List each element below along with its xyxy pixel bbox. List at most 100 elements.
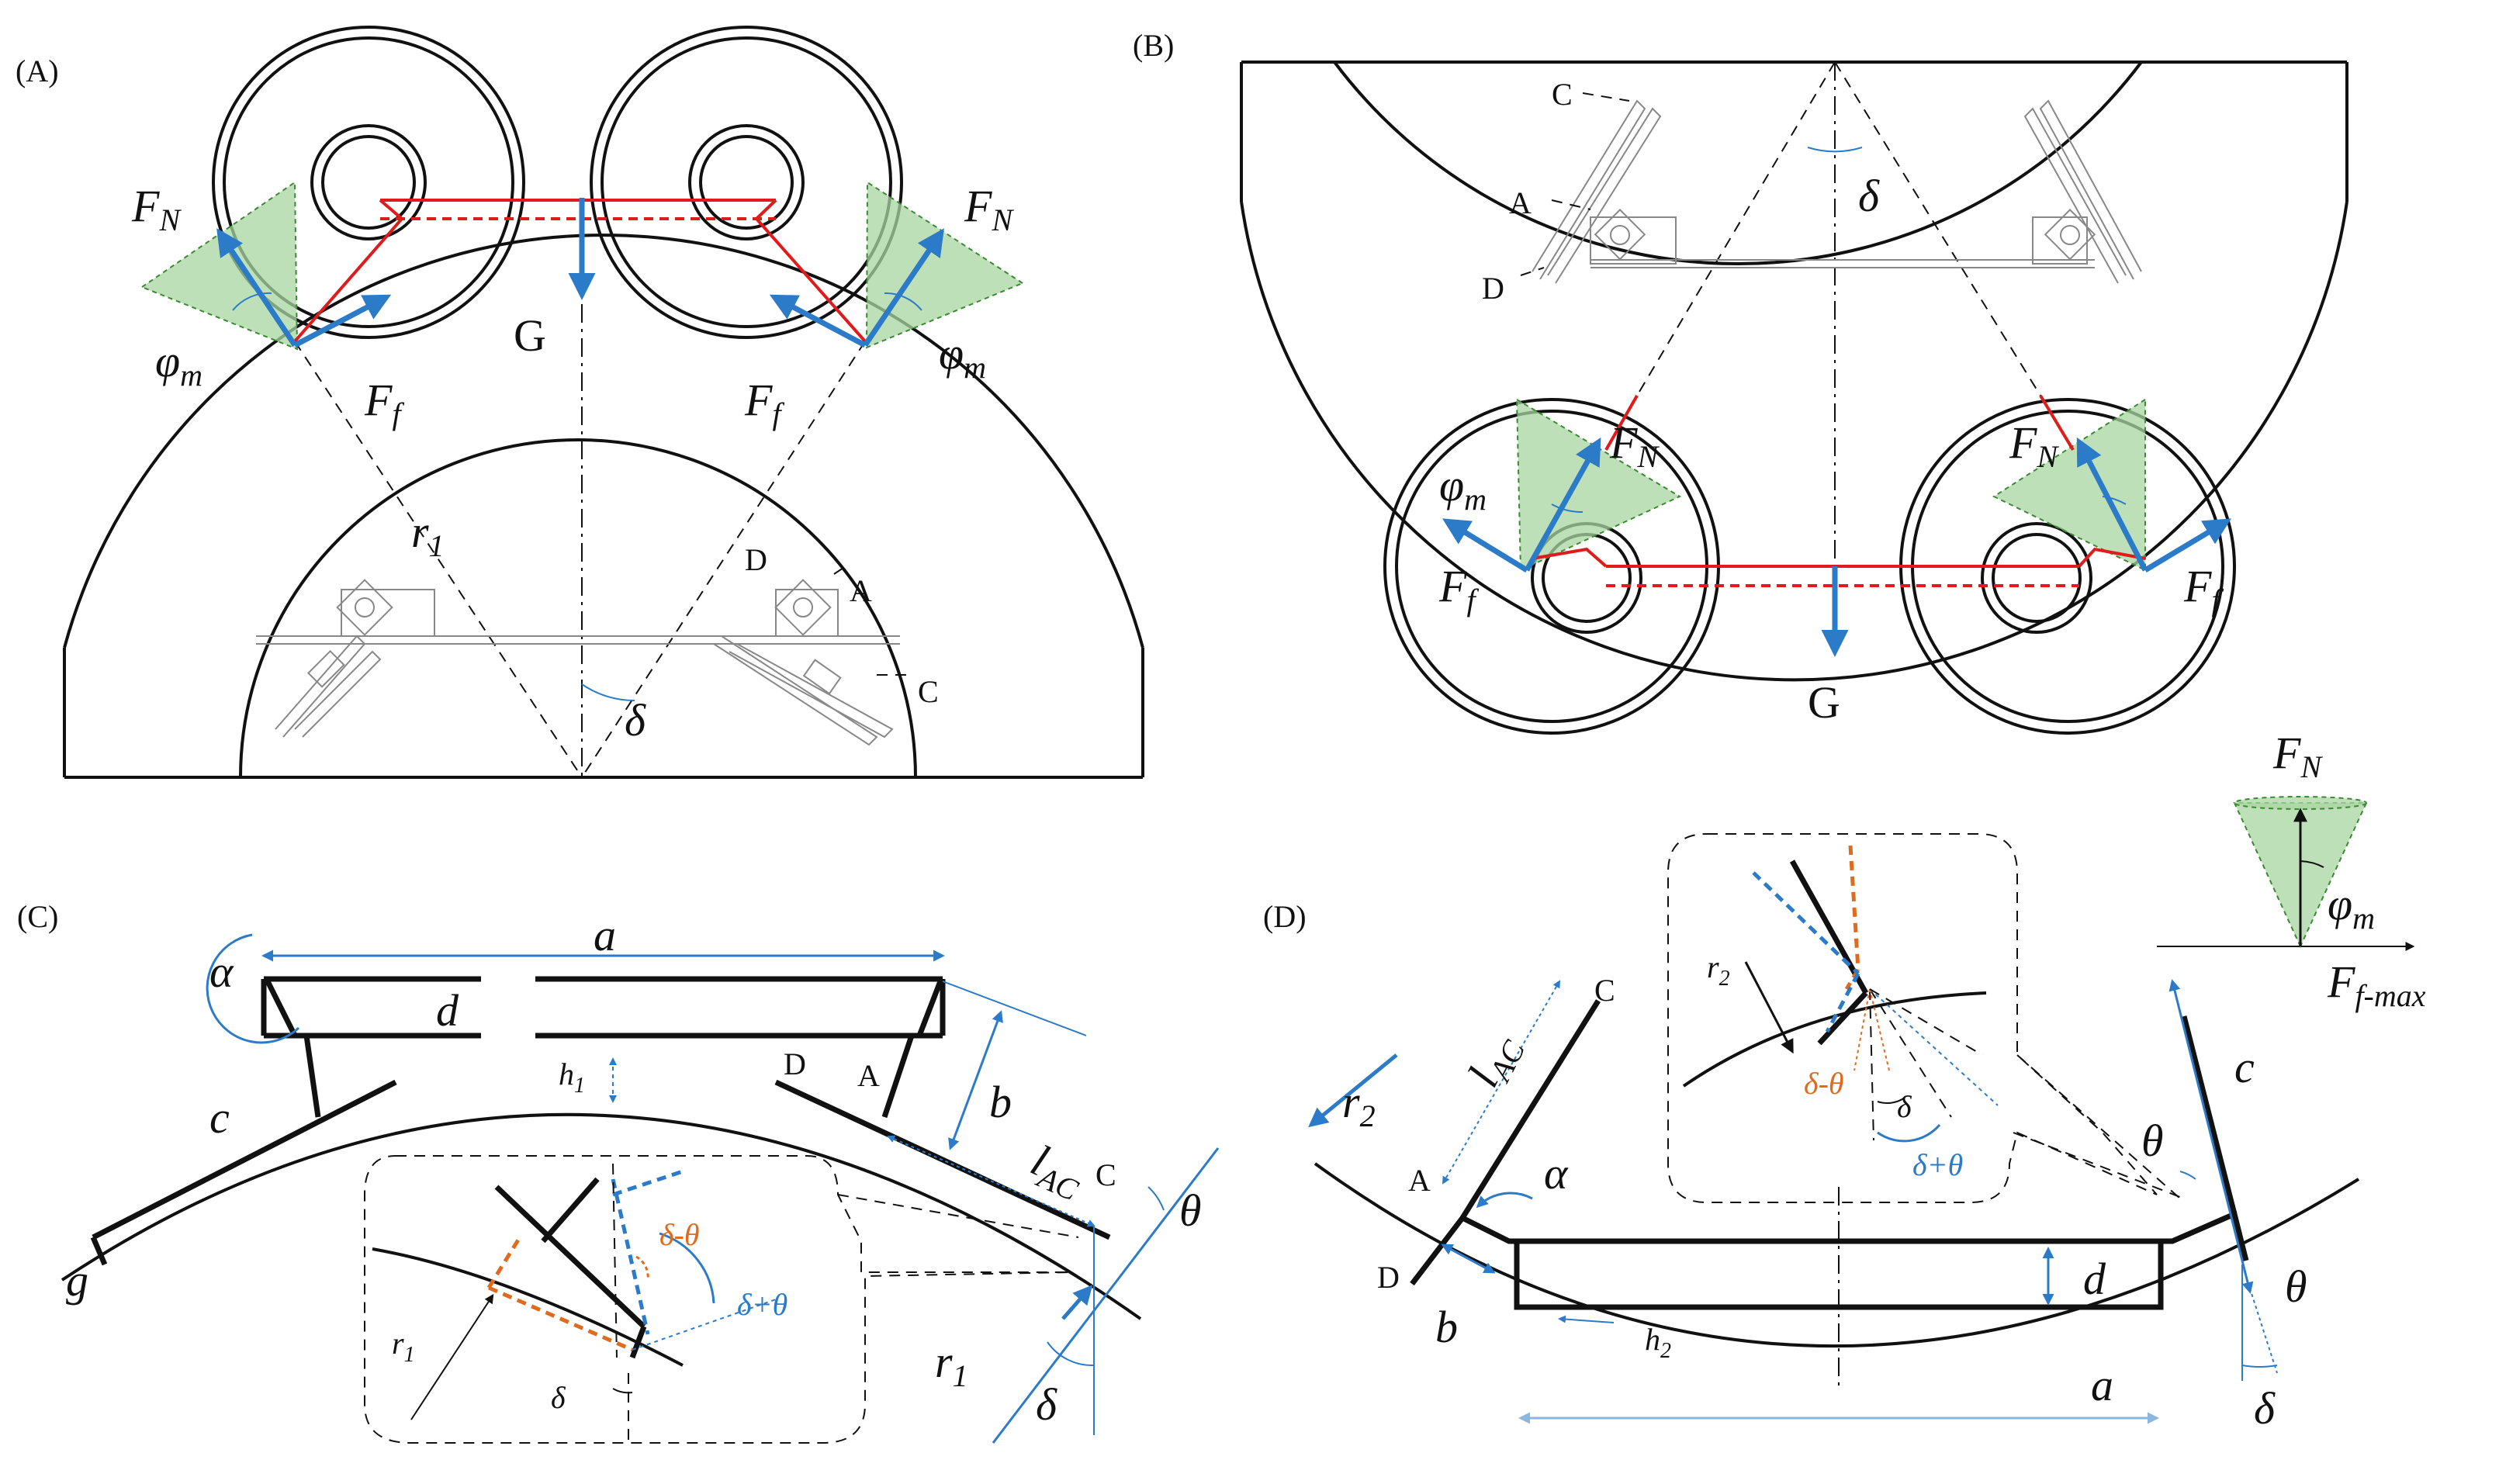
radial-line-d: [2241, 1264, 2278, 1374]
label-delta-right-c: δ: [1036, 1379, 1057, 1430]
label-a-point-d: A: [1408, 1163, 1431, 1198]
pipe-outer-arc: [63, 233, 1144, 649]
label-lac-d: lAC: [1458, 1024, 1532, 1097]
label-d-point-d: D: [1377, 1260, 1400, 1295]
label-ff-left: Ff: [364, 375, 404, 431]
label-d-b: D: [1482, 271, 1504, 306]
label-a-c: a: [594, 910, 616, 960]
inset-box-c: [364, 1155, 1071, 1444]
pipe-inner-arc: [239, 438, 917, 778]
robot-sketch-b: [1532, 99, 2142, 284]
phi-angle-right: [884, 292, 922, 311]
label-delta-minus-theta-c: δ-θ: [659, 1217, 700, 1252]
label-delta-d: δ: [2254, 1383, 2276, 1434]
label-fn-left-b: FN: [1609, 417, 1660, 474]
robot-frame-b: [1532, 394, 2146, 587]
label-delta-plus-theta-c: δ+θ: [737, 1287, 787, 1322]
theta-arc-c: [1147, 1186, 1165, 1211]
dim-lac-c: [887, 1135, 1095, 1227]
delta-angle-arc: [581, 683, 635, 702]
leader-d-a: [833, 566, 846, 575]
label-a-a: A: [850, 573, 872, 608]
force-friction-right-arrow: [769, 294, 867, 348]
label-a-b: A: [1509, 185, 1532, 220]
pipe-outer-arc-b: [1240, 201, 2348, 682]
robot-frame: [293, 199, 867, 343]
panel-b: (B): [1133, 28, 2348, 735]
label-g-a: G: [514, 310, 546, 361]
delta-arc-d: [2241, 1365, 2278, 1368]
label-fn-right: FN: [964, 181, 1014, 237]
dim-b-d: [1441, 1244, 1496, 1274]
label-alpha-d: α: [1544, 1148, 1569, 1199]
label-d-c: d: [436, 985, 459, 1036]
label-phi-b: φm: [1439, 460, 1487, 517]
right-wheel: [590, 26, 903, 339]
force-friction-left-b: [1442, 518, 1528, 572]
label-ff-right-b: Ff: [2183, 561, 2224, 617]
force-normal-right-b: [2076, 437, 2148, 572]
panel-d-label: (D): [1263, 899, 1307, 934]
inset-content-c: [372, 1163, 777, 1443]
label-c-d: c: [2234, 1042, 2255, 1092]
label-theta-bottom-d: θ: [2285, 1261, 2307, 1312]
label-h1-c: h1: [559, 1057, 585, 1098]
label-delta-plus-theta-d: δ+θ: [1912, 1147, 1963, 1182]
theta-arc-d: [2179, 1171, 2196, 1180]
leader-d-b: [1520, 267, 1545, 276]
robot-sketch-right: [713, 579, 894, 746]
label-ff-legend: Ff-max: [2327, 956, 2426, 1013]
label-b-c: b: [989, 1077, 1012, 1127]
radius-line-right: [581, 341, 866, 778]
panel-b-label: (B): [1133, 28, 1174, 63]
dim-h2-d: [1558, 1315, 1615, 1323]
panel-a: (A): [16, 26, 1144, 779]
label-d-point-c: D: [784, 1046, 806, 1081]
delta-arc-c: [1047, 1341, 1095, 1367]
label-fn-right-b: FN: [2009, 417, 2059, 474]
label-phi-right: φm: [939, 328, 986, 385]
label-phi-left: φm: [155, 336, 202, 393]
label-phi-legend: φm: [2328, 879, 2375, 936]
friction-cone-right: [865, 181, 1025, 349]
pipe-arc-d: [1314, 1162, 2360, 1347]
pipe-inner-arc-b: [1333, 61, 2143, 265]
label-r2-d: r2: [1342, 1077, 1376, 1133]
label-d-a: D: [745, 542, 767, 577]
label-delta-minus-theta-d: δ-θ: [1804, 1066, 1844, 1101]
inset-leader-c: [837, 1194, 1079, 1238]
label-h2-d: h2: [1645, 1322, 1671, 1363]
label-a-point-c: A: [857, 1058, 880, 1093]
radius-line-left-b: [1636, 61, 1836, 396]
label-alpha-c: α: [209, 946, 234, 997]
leader-c-b: [1582, 92, 1630, 102]
alpha-arc-d: [1476, 1192, 1533, 1209]
friction-cone-right-b: [1992, 398, 2146, 572]
force-friction-right-b: [2144, 518, 2232, 573]
label-theta-top-d: θ: [2141, 1116, 2164, 1166]
r1-arrow-c: [1061, 1285, 1093, 1320]
dim-b-ext-c: [942, 981, 1087, 1036]
label-lac-c: lAC: [1021, 1134, 1092, 1208]
inset-content-d: [1682, 845, 1999, 1143]
inset-leader-d1: [2013, 1132, 2185, 1199]
cone-legend: [2157, 796, 2415, 951]
label-ff-right: Ff: [744, 375, 784, 431]
r2-arrow-d: [1308, 1053, 1398, 1128]
panel-d: (D): [1263, 728, 2426, 1434]
label-delta-b: δ: [1858, 171, 1880, 221]
legend-cone-top: [2234, 796, 2367, 810]
label-a-d: a: [2091, 1360, 2113, 1410]
leader-a-b: [1551, 199, 1591, 210]
inset-box-d: [1667, 833, 2158, 1203]
robot-sketch-left: [256, 579, 900, 738]
phi-angle-right-b: [2102, 496, 2127, 505]
dim-lac-d: [1442, 980, 1560, 1185]
left-wheel: [212, 26, 525, 339]
label-c-a: C: [918, 674, 939, 709]
radius-line-right-b: [1834, 61, 2041, 396]
force-normal-right-arrow: [863, 228, 944, 347]
label-c-point-c: C: [1095, 1157, 1116, 1192]
